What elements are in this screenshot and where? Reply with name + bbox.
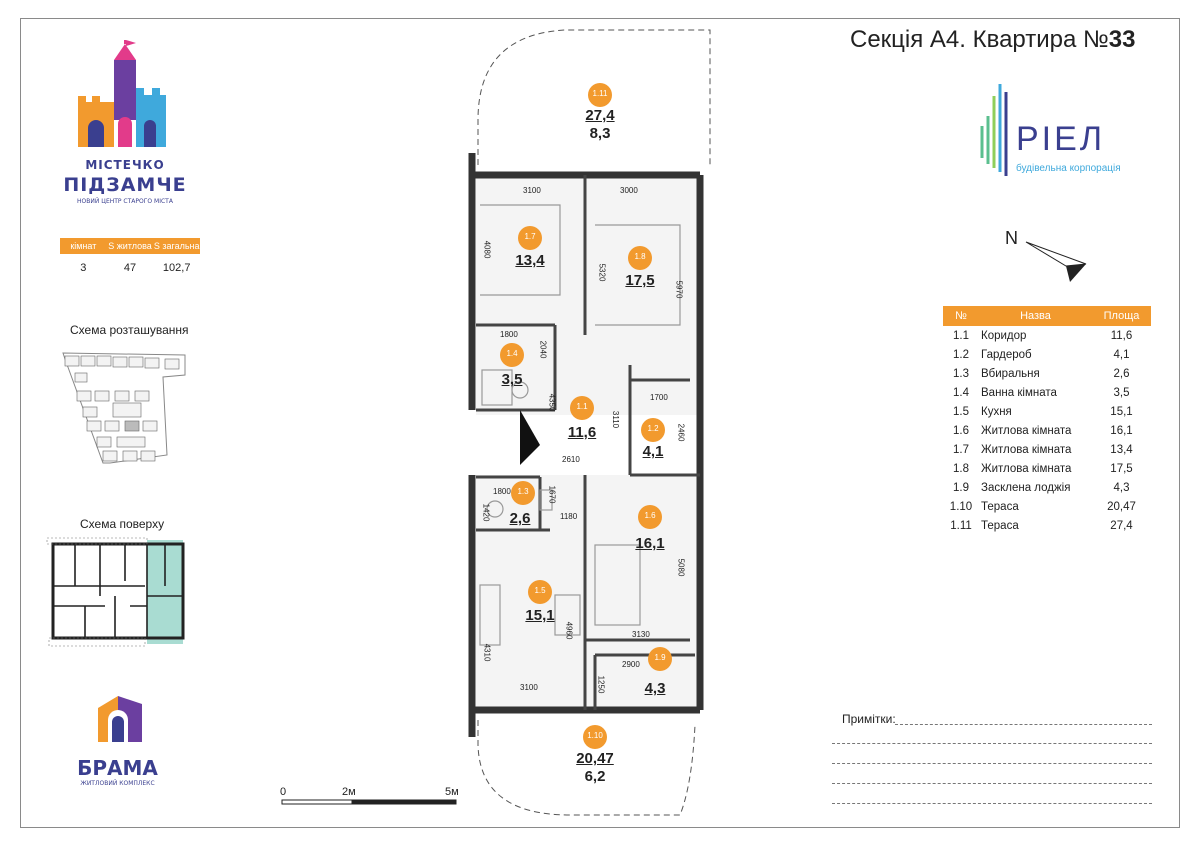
brama-tagline: ЖИТЛОВИЙ КОМПЛЕКС bbox=[80, 780, 155, 787]
compass-arrow-icon bbox=[1025, 241, 1087, 282]
room-area-1-1: 11,6 bbox=[567, 424, 597, 441]
dimension-label: 5320 bbox=[597, 263, 607, 282]
dimension-label: 1250 bbox=[596, 675, 606, 694]
scale-zero: 0 bbox=[280, 786, 287, 798]
room-id-1-10: 1.10 bbox=[587, 731, 603, 740]
dimension-label: 4310 bbox=[482, 643, 492, 662]
dimension-label: 2040 bbox=[538, 340, 548, 359]
room-id-1-5: 1.5 bbox=[534, 586, 546, 595]
dimension-label: 1800 bbox=[500, 330, 518, 339]
room-id-1-4: 1.4 bbox=[506, 349, 518, 358]
notes-label: Примітки: bbox=[842, 712, 896, 726]
notes-line bbox=[832, 803, 1152, 804]
dimension-label: 3000 bbox=[620, 186, 638, 195]
dimension-label: 2610 bbox=[562, 455, 580, 464]
room-table-header: № Назва Площа bbox=[943, 306, 1151, 326]
room-badges bbox=[500, 83, 672, 749]
room-id-1-8: 1.8 bbox=[634, 252, 646, 261]
floor-scheme-label: Схема поверху bbox=[80, 517, 165, 531]
stats-header: кімнат S житлова S загальна bbox=[60, 238, 200, 254]
dimension-label: 5080 bbox=[676, 558, 686, 577]
developer-name: РІЕЛ bbox=[1016, 120, 1106, 158]
stats-values: 3 47 102,7 bbox=[80, 262, 191, 274]
room-area-1-4: 3,5 bbox=[501, 371, 523, 388]
notes-line bbox=[832, 743, 1152, 744]
brand-line2: ПІДЗАМЧЕ bbox=[63, 174, 187, 196]
room-id-1-6: 1.6 bbox=[644, 511, 656, 520]
brama-logo-icon bbox=[98, 696, 142, 742]
dimension-label: 4350 bbox=[547, 393, 557, 412]
dimension-label: 2460 bbox=[676, 423, 686, 442]
brama-name: БРАМА bbox=[77, 756, 158, 780]
room-id-1-2: 1.2 bbox=[647, 424, 659, 433]
dimension-label: 4080 bbox=[482, 240, 492, 259]
north-label: N bbox=[1005, 228, 1018, 248]
room-id-1-11: 1.11 bbox=[592, 89, 608, 98]
location-scheme-map bbox=[62, 352, 186, 464]
room-area-1-3: 2,6 bbox=[509, 510, 531, 527]
room-area-1-2: 4,1 bbox=[642, 443, 664, 460]
dimension-label: 4960 bbox=[564, 621, 574, 640]
room-area2-1-10: 6,2 bbox=[584, 768, 606, 785]
room-area-1-11: 27,4 bbox=[585, 107, 615, 124]
room-id-1-1: 1.1 bbox=[576, 402, 588, 411]
room-area-1-6: 16,1 bbox=[635, 535, 665, 552]
scale-bar bbox=[281, 799, 457, 805]
dimension-label: 3100 bbox=[520, 683, 538, 692]
location-scheme-label: Схема розташування bbox=[70, 323, 189, 337]
floor-scheme-map bbox=[46, 537, 185, 647]
notes-line bbox=[832, 763, 1152, 764]
room-area-1-7: 13,4 bbox=[515, 252, 545, 269]
page-title: Секція А4. Квартира №33 bbox=[850, 26, 1136, 53]
terrace-bottom-outline bbox=[477, 720, 696, 816]
notes-line bbox=[895, 724, 1152, 725]
dimension-label: 1670 bbox=[547, 485, 557, 504]
room-area-1-10: 20,47 bbox=[576, 750, 614, 767]
scale-mid: 2м bbox=[342, 786, 356, 798]
dimension-label: 2900 bbox=[622, 660, 640, 669]
terrace-top-outline bbox=[477, 29, 711, 165]
castle-logo-icon bbox=[78, 40, 166, 147]
room-id-1-7: 1.7 bbox=[524, 232, 536, 241]
room-area-1-8: 17,5 bbox=[625, 272, 655, 289]
page-frame bbox=[20, 18, 1180, 828]
dimension-label: 3110 bbox=[611, 410, 621, 429]
room-area-1-5: 15,1 bbox=[525, 607, 555, 624]
dimension-label: 3100 bbox=[523, 186, 541, 195]
developer-tagline: будівельна корпорація bbox=[1016, 163, 1121, 174]
room-area2-1-11: 8,3 bbox=[589, 125, 611, 142]
dimension-label: 1700 bbox=[650, 393, 668, 402]
brand-tagline: НОВИЙ ЦЕНТР СТАРОГО МІСТА bbox=[77, 198, 173, 205]
dimension-label: 1420 bbox=[481, 503, 491, 522]
dimension-label: 3130 bbox=[632, 630, 650, 639]
brand-line1: МІСТЕЧКО bbox=[85, 158, 165, 172]
notes-line bbox=[832, 783, 1152, 784]
room-area-1-9: 4,3 bbox=[644, 680, 666, 697]
developer-logo-icon bbox=[980, 84, 1008, 176]
floor-plan bbox=[468, 29, 711, 816]
entrance-arrow-icon bbox=[520, 410, 540, 465]
dimension-label: 1800 bbox=[493, 487, 511, 496]
scale-end: 5м bbox=[445, 786, 459, 798]
room-id-1-3: 1.3 bbox=[517, 487, 529, 496]
dimension-label: 5970 bbox=[674, 280, 684, 299]
dimension-label: 1180 bbox=[560, 512, 578, 521]
room-id-1-9: 1.9 bbox=[654, 653, 666, 662]
